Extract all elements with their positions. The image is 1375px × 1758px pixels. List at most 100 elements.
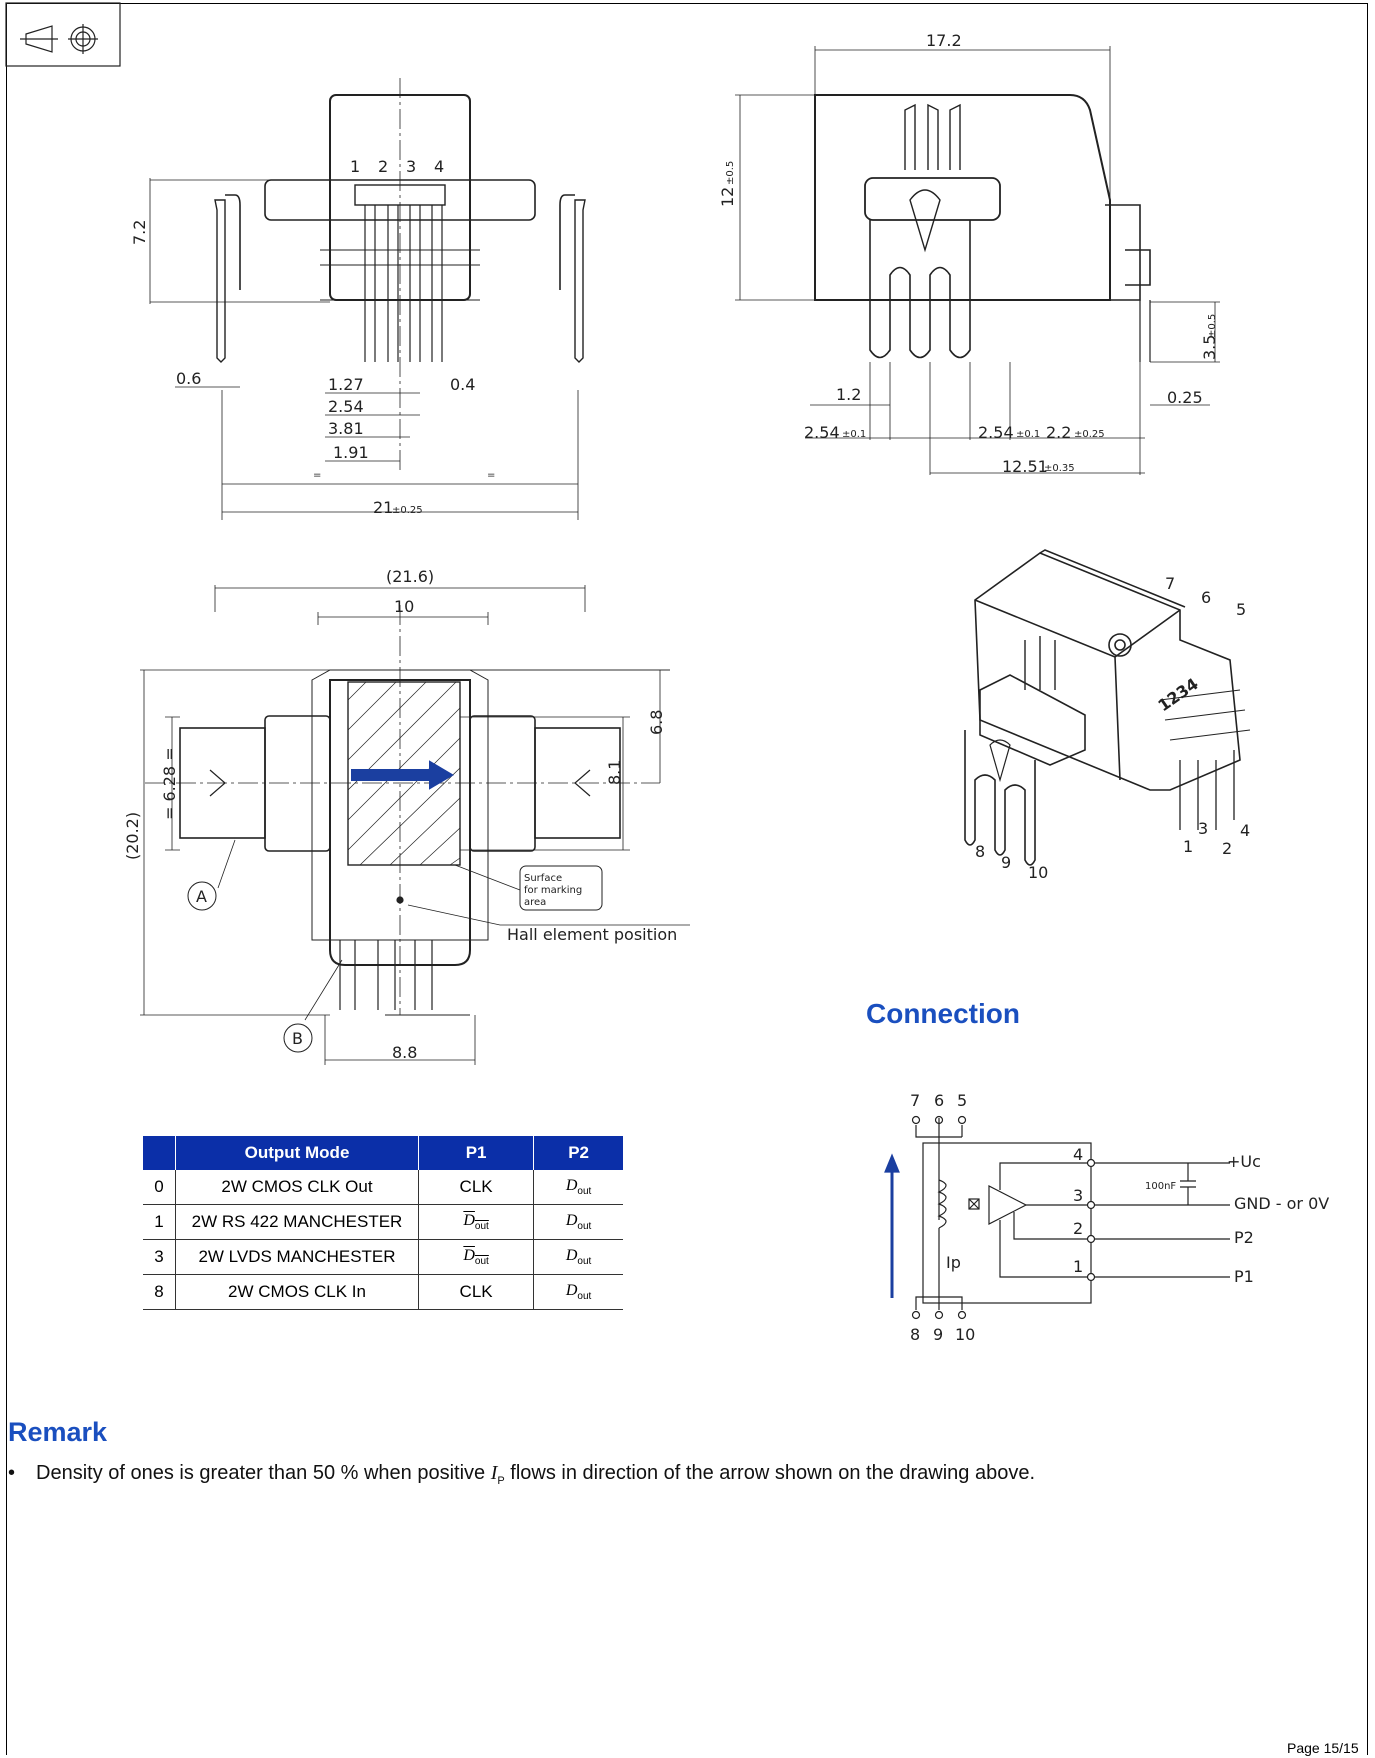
front-pin-2: 2	[378, 157, 388, 176]
dim-2-54-a: 2.54	[804, 423, 840, 442]
label-b: B	[292, 1029, 303, 1048]
dim-21-6: (21.6)	[386, 567, 434, 586]
iso-marking: 1234	[1154, 674, 1201, 715]
remark-var-sub: P	[497, 1475, 505, 1487]
row-index: 1	[143, 1204, 176, 1240]
dim-2-54-b-tol: ±0.1	[1016, 429, 1040, 440]
iso-pin-1: 1	[1183, 837, 1193, 856]
row-p2: Dout	[533, 1204, 623, 1240]
dim-17-2: 17.2	[926, 31, 962, 50]
label-a: A	[196, 887, 207, 906]
isometric-labels: 1234 7 6 5 1 3 2 4 8 9 10	[975, 574, 1250, 882]
dim-12: 12	[718, 187, 737, 207]
dim-8-8: 8.8	[392, 1043, 417, 1062]
dim-1-91: 1.91	[333, 443, 369, 462]
isometric-view	[964, 549, 1251, 866]
dim-6-8: 6.8	[647, 710, 666, 735]
dim-2-2: 2.2	[1046, 423, 1071, 442]
iso-pin-9: 9	[1001, 853, 1011, 872]
dim-2-54: 2.54	[328, 397, 364, 416]
table-row: 0 2W CMOS CLK Out CLK Dout	[143, 1170, 623, 1205]
dim-1-2: 1.2	[836, 385, 861, 404]
table-row: 3 2W LVDS MANCHESTER Dout Dout	[143, 1239, 623, 1275]
dim-eq-right: =	[487, 470, 495, 481]
row-p1: CLK	[417, 1274, 534, 1310]
dim-8-1: 8.1	[605, 760, 624, 785]
table-row: 1 2W RS 422 MANCHESTER Dout Dout	[143, 1204, 623, 1240]
side-view	[735, 46, 1220, 475]
iso-pin-7: 7	[1165, 574, 1175, 593]
table-header-mode: Output Mode	[175, 1136, 419, 1170]
conn-pin-5: 5	[957, 1091, 967, 1110]
iso-pin-2: 2	[1222, 839, 1232, 858]
dim-0-4: 0.4	[450, 375, 475, 394]
dim-0-25: 0.25	[1167, 388, 1203, 407]
conn-num-2: 2	[1073, 1219, 1083, 1238]
conn-out-uc: +Uc	[1227, 1152, 1261, 1171]
table-header-index	[143, 1136, 176, 1170]
row-mode: 2W CMOS CLK In	[175, 1274, 419, 1310]
conn-pin-8: 8	[910, 1325, 920, 1344]
top-view-labels: (21.6) 10 6.8 8.1 = 6.28 = (20.2) 8.8 A …	[123, 567, 677, 1062]
iso-pin-10: 10	[1028, 863, 1048, 882]
dim-3-5: 3.5	[1200, 335, 1219, 360]
remark-text-2: flows in direction of the arrow shown on…	[504, 1462, 1036, 1484]
front-view-dims: 7.2 0.6 1.27 0.4 2.54 3.81 1.91 = = 21 ±…	[130, 220, 495, 517]
conn-out-gnd: GND - or 0V	[1234, 1194, 1329, 1213]
dim-21-tol: ±0.25	[392, 505, 423, 516]
iso-pin-8: 8	[975, 842, 985, 861]
page-number: Page 15/15	[1287, 1740, 1359, 1756]
page-frame	[6, 3, 1368, 1755]
conn-pin-7: 7	[910, 1091, 920, 1110]
connection-title: Connection	[866, 998, 1020, 1029]
row-p2: Dout	[533, 1170, 623, 1205]
conn-pin-9: 9	[933, 1325, 943, 1344]
conn-ip: Ip	[946, 1253, 961, 1272]
table-header-p1: P1	[417, 1136, 534, 1170]
remark-title: Remark	[8, 1417, 108, 1447]
projection-symbol-icon	[5, 2, 121, 67]
dim-12-51-tol: ±0.35	[1044, 463, 1075, 474]
row-index: 0	[143, 1170, 176, 1205]
row-p1: Dout	[417, 1239, 534, 1275]
conn-num-3: 3	[1073, 1186, 1083, 1205]
output-mode-table: Output Mode P1 P2 0 2W CMOS CLK Out CLK …	[143, 1136, 623, 1310]
conn-pin-6: 6	[934, 1091, 944, 1110]
row-index: 3	[143, 1239, 176, 1275]
dim-10: 10	[394, 597, 414, 616]
remark-item: •Density of ones is greater than 50 % wh…	[8, 1462, 1035, 1487]
side-view-dims: 17.2 12 ±0.5 3.5 ±0.5 1.2 0.25 2.54 ±0.1…	[718, 31, 1219, 476]
dim-12-tol: ±0.5	[725, 161, 736, 185]
label-surface-2: for marking	[524, 885, 582, 896]
iso-pin-4: 4	[1240, 821, 1250, 840]
remark-var: I	[490, 1462, 498, 1484]
table-header-row: Output Mode P1 P2	[143, 1136, 623, 1170]
dim-3-5-tol: ±0.5	[1207, 314, 1218, 338]
dim-eq-left: =	[313, 470, 321, 481]
table-header-p2: P2	[533, 1136, 623, 1170]
conn-cap: 100nF	[1145, 1181, 1176, 1192]
conn-pin-10: 10	[955, 1325, 975, 1344]
iso-pin-6: 6	[1201, 588, 1211, 607]
label-hall: Hall element position	[507, 925, 677, 944]
table-row: 8 2W CMOS CLK In CLK Dout	[143, 1274, 623, 1310]
row-p1: CLK	[417, 1170, 534, 1205]
conn-num-4: 4	[1073, 1145, 1083, 1164]
row-p2: Dout	[533, 1239, 623, 1275]
conn-num-1: 1	[1073, 1257, 1083, 1276]
connection-schematic	[884, 1115, 1230, 1320]
row-mode: 2W RS 422 MANCHESTER	[175, 1204, 419, 1240]
dim-21: 21	[373, 498, 393, 517]
connection-labels: 7 6 5 8 9 10 4 3 2 1 100nF +Uc GND - or …	[910, 1091, 1329, 1344]
row-mode: 2W LVDS MANCHESTER	[175, 1239, 419, 1275]
front-view-pin-labels: 1 2 3 4	[350, 157, 444, 176]
front-pin-1: 1	[350, 157, 360, 176]
label-surface-3: area	[524, 897, 546, 908]
dim-1-27: 1.27	[328, 375, 364, 394]
row-p2: Dout	[533, 1274, 623, 1310]
dim-3-81: 3.81	[328, 419, 364, 438]
dim-2-54-b: 2.54	[978, 423, 1014, 442]
conn-out-p1: P1	[1234, 1267, 1254, 1286]
label-surface-1: Surface	[524, 873, 562, 884]
